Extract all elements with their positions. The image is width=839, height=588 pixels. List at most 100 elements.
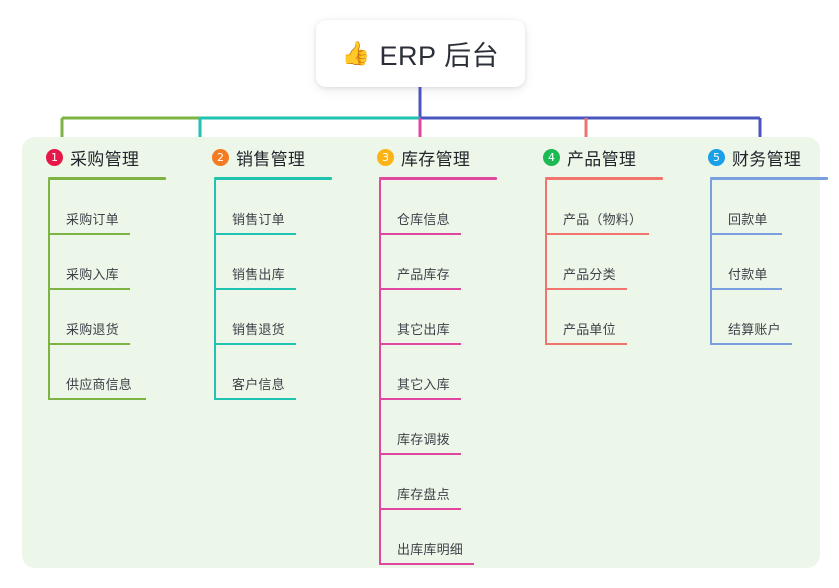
branch-item-list: 销售订单销售出库销售退货客户信息 <box>196 180 332 400</box>
branch-column-2: 2 销售管理销售订单销售出库销售退货客户信息 <box>196 143 332 400</box>
branch-item[interactable]: 销售退货 <box>196 290 332 345</box>
branch-item[interactable]: 采购订单 <box>30 180 166 235</box>
branch-item-label: 库存调拨 <box>397 432 450 447</box>
branch-number-badge: 1 <box>46 148 63 166</box>
branch-vertical-rail <box>379 180 381 565</box>
branch-item-label: 其它入库 <box>397 377 450 392</box>
branch-header-3[interactable]: 3 库存管理 <box>361 143 497 171</box>
branch-item[interactable]: 客户信息 <box>196 345 332 400</box>
branch-item-label: 产品分类 <box>563 267 616 282</box>
branch-item[interactable]: 产品分类 <box>527 235 663 290</box>
branch-item-label: 销售出库 <box>232 267 285 282</box>
branch-item[interactable]: 销售出库 <box>196 235 332 290</box>
branch-item-label: 库存盘点 <box>397 487 450 502</box>
root-node-erp-backend[interactable]: 👍 ERP 后台 <box>316 20 525 87</box>
branch-item-rule <box>214 233 296 235</box>
branch-item[interactable]: 回款单 <box>692 180 828 235</box>
branch-item-label: 采购退货 <box>66 322 119 337</box>
branch-item-label: 采购订单 <box>66 212 119 227</box>
branch-item-label: 销售订单 <box>232 212 285 227</box>
branch-item[interactable]: 采购入库 <box>30 235 166 290</box>
branch-item[interactable]: 结算账户 <box>692 290 828 345</box>
branch-item[interactable]: 销售订单 <box>196 180 332 235</box>
branch-item-rule <box>48 398 146 400</box>
branch-item-rule <box>379 563 474 565</box>
branch-item[interactable]: 其它出库 <box>361 290 497 345</box>
branch-item[interactable]: 产品（物料） <box>527 180 663 235</box>
branch-item[interactable]: 仓库信息 <box>361 180 497 235</box>
branch-vertical-rail <box>545 180 547 345</box>
branch-vertical-rail <box>214 180 216 400</box>
branch-item-label: 付款单 <box>728 267 768 282</box>
branch-item-label: 产品单位 <box>563 322 616 337</box>
branch-item-rule <box>710 288 782 290</box>
branch-item-label: 仓库信息 <box>397 212 450 227</box>
branch-item-rule <box>214 288 296 290</box>
branch-item-list: 回款单付款单结算账户 <box>692 180 828 345</box>
branch-item-label: 回款单 <box>728 212 768 227</box>
branch-item-rule <box>710 343 792 345</box>
branch-title: 财务管理 <box>732 149 802 169</box>
branch-item-label: 产品库存 <box>397 267 450 282</box>
branch-header-rule <box>214 177 332 180</box>
branch-title: 库存管理 <box>401 149 471 169</box>
branch-item-label: 供应商信息 <box>66 377 133 392</box>
branch-item-rule <box>48 233 130 235</box>
branch-item-label: 产品（物料） <box>563 212 643 227</box>
branch-item-rule <box>379 233 461 235</box>
branch-item-label: 出库库明细 <box>397 542 464 557</box>
branch-number-badge: 2 <box>212 148 229 166</box>
branch-item[interactable]: 产品库存 <box>361 235 497 290</box>
branch-item-rule <box>545 288 627 290</box>
branch-number-badge: 4 <box>543 148 560 166</box>
branch-item-rule <box>214 398 296 400</box>
branch-item[interactable]: 供应商信息 <box>30 345 166 400</box>
branch-item[interactable]: 其它入库 <box>361 345 497 400</box>
thumbs-up-icon: 👍 <box>341 40 371 66</box>
branch-item-rule <box>545 343 627 345</box>
branch-header-2[interactable]: 2 销售管理 <box>196 143 332 171</box>
branches-panel <box>22 137 820 568</box>
branch-item-rule <box>379 508 461 510</box>
branch-item-rule <box>48 343 130 345</box>
branch-header-rule <box>710 177 828 180</box>
branch-column-3: 3 库存管理仓库信息产品库存其它出库其它入库库存调拨库存盘点出库库明细 <box>361 143 497 565</box>
branch-title: 销售管理 <box>236 149 306 169</box>
branch-item[interactable]: 产品单位 <box>527 290 663 345</box>
branch-item-list: 产品（物料） 产品分类产品单位 <box>527 180 663 345</box>
root-node-title: ERP 后台 <box>379 41 500 71</box>
branch-item[interactable]: 库存盘点 <box>361 455 497 510</box>
branch-column-4: 4 产品管理产品（物料） 产品分类产品单位 <box>527 143 663 345</box>
branch-title: 产品管理 <box>567 149 637 169</box>
branch-item-rule <box>379 453 461 455</box>
branch-item-list: 仓库信息产品库存其它出库其它入库库存调拨库存盘点出库库明细 <box>361 180 497 565</box>
branch-item-label: 客户信息 <box>232 377 285 392</box>
branch-item-label: 采购入库 <box>66 267 119 282</box>
branch-item-label: 其它出库 <box>397 322 450 337</box>
branch-item[interactable]: 采购退货 <box>30 290 166 345</box>
branch-item-label: 销售退货 <box>232 322 285 337</box>
branch-item-rule <box>545 233 649 235</box>
branch-item-rule <box>48 288 130 290</box>
branch-item[interactable]: 出库库明细 <box>361 510 497 565</box>
branch-item-list: 采购订单采购入库采购退货供应商信息 <box>30 180 166 400</box>
branch-vertical-rail <box>48 180 50 400</box>
branch-item-rule <box>214 343 296 345</box>
branch-header-rule <box>545 177 663 180</box>
branch-item-rule <box>379 343 461 345</box>
branch-item[interactable]: 库存调拨 <box>361 400 497 455</box>
branch-header-rule <box>379 177 497 180</box>
branch-item-rule <box>710 233 782 235</box>
branch-item-rule <box>379 398 461 400</box>
branch-item-rule <box>379 288 461 290</box>
branch-number-badge: 3 <box>377 148 394 166</box>
branch-header-4[interactable]: 4 产品管理 <box>527 143 663 171</box>
branch-vertical-rail <box>710 180 712 345</box>
branch-header-rule <box>48 177 166 180</box>
branch-item[interactable]: 付款单 <box>692 235 828 290</box>
